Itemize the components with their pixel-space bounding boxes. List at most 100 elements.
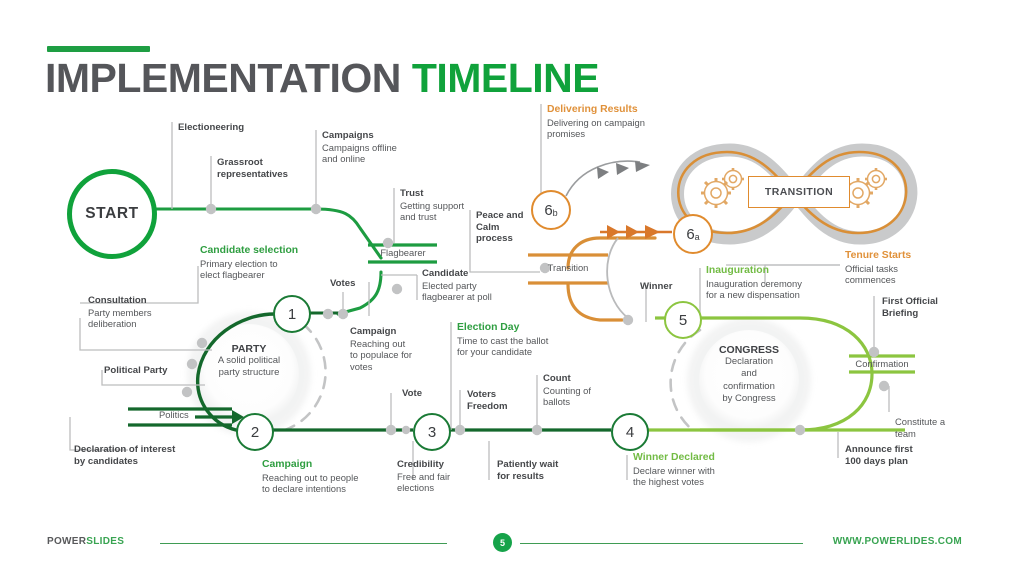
dot-announce <box>794 424 806 436</box>
dot-political-party <box>186 358 198 370</box>
label-winner-declared-body: Declare winner with the highest votes <box>633 464 715 488</box>
label-announce-first-100-days-head: Announce first 100 days plan <box>845 444 913 467</box>
label-inauguration-head: Inauguration <box>706 265 769 276</box>
politics-arrow-head <box>232 410 244 424</box>
label-consultation-head: Consultation <box>88 295 147 306</box>
label-politics: Politics <box>159 409 189 420</box>
label-winner: Winner <box>640 281 672 293</box>
node-5[interactable]: 5 <box>664 301 702 339</box>
leader-declaration <box>69 417 128 451</box>
start-label: START <box>85 205 139 222</box>
label-first-official-briefing: First Official Briefing <box>882 296 938 319</box>
label-patiently-wait: Patiently wait for results <box>497 459 558 482</box>
label-constitute-a-team-text: Constitute a team <box>895 416 946 439</box>
label-votes-head: Votes <box>330 278 356 289</box>
label-delivering-results-body: Delivering on campaign promises <box>547 116 645 140</box>
node-6a-label: 6 <box>686 225 695 243</box>
label-winner-declared: Winner Declared Declare winner with the … <box>633 452 715 488</box>
party-dashed-arc <box>283 322 327 432</box>
footer-brand-green: SLIDES <box>86 536 125 547</box>
dot-rail-a <box>401 425 411 435</box>
page-title: IMPLEMENTATION TIMELINE <box>45 55 600 102</box>
leader-consultation <box>79 318 212 351</box>
label-election-day-head: Election Day <box>457 322 520 333</box>
label-campaign-node1-head: Campaign <box>350 326 397 337</box>
orange-transition-curve <box>566 236 657 270</box>
footer-url: WWW.POWERLIDES.COM <box>833 536 962 547</box>
node-1-label: 1 <box>287 305 297 323</box>
label-candidate-head: Candidate <box>422 268 469 279</box>
dot-transition <box>539 262 551 274</box>
dot-constitute <box>878 380 890 392</box>
label-campaign-node2-head: Campaign <box>262 459 313 470</box>
label-consultation: Consultation Party members deliberation <box>88 295 152 330</box>
label-delivering-results-head: Delivering Results <box>547 104 638 115</box>
label-credibility-head: Credibility <box>397 459 444 470</box>
dot-confirmation <box>868 346 880 358</box>
party-hub-title: PARTY <box>231 343 267 355</box>
label-inauguration-body: Inauguration ceremony for a new dispensa… <box>706 277 802 301</box>
label-trust-head: Trust <box>400 188 424 199</box>
label-campaigns: Campaigns Campaigns offline and online <box>322 130 397 165</box>
dot-campaigns <box>310 203 322 215</box>
congress-loop-upper <box>696 316 874 432</box>
label-tenure-starts: Tenure Starts Official tasks commences <box>845 250 911 286</box>
start-node[interactable]: START <box>67 169 157 259</box>
label-electioneering: Electioneering <box>178 122 244 134</box>
congress-hub-title: CONGRESS <box>718 344 780 356</box>
dot-candidate <box>391 283 403 295</box>
label-constitute-a-team: Constitute a team <box>895 405 945 439</box>
node-1[interactable]: 1 <box>273 295 311 333</box>
grey-arrow-arc <box>565 160 641 197</box>
leader-candidate-selection <box>80 266 199 304</box>
label-campaign-node1-body: Reaching out to populace for votes <box>350 337 413 372</box>
node-6b-label: 6 <box>544 201 553 219</box>
flagbearer-to-node1-path <box>336 270 383 316</box>
label-electioneering-head: Electioneering <box>178 122 245 133</box>
title-accent-bar <box>47 46 150 52</box>
leader-political-party <box>101 370 205 386</box>
grey-chevron-3 <box>635 161 650 172</box>
congress-dashed-arc <box>669 328 702 434</box>
label-peace-and-calm: Peace and Calm process <box>476 210 523 245</box>
dot-node1-right <box>322 308 334 320</box>
label-political-party: Political Party <box>104 365 167 377</box>
dot-count <box>531 424 543 436</box>
label-votes: Votes <box>330 278 355 290</box>
transition-marker-label: Transition <box>528 262 608 273</box>
dot-voters-freedom <box>454 424 466 436</box>
transition-box-label: TRANSITION <box>764 186 834 198</box>
label-election-day: Election Day Time to cast the ballot for… <box>457 322 548 358</box>
leader-lines <box>69 104 890 480</box>
confirmation-text: Confirmation <box>855 358 909 369</box>
label-candidate-body: Elected party flagbearer at poll <box>422 279 492 303</box>
label-vote-text: Vote <box>402 388 423 399</box>
node-2-label: 2 <box>250 423 260 441</box>
label-campaign-node2: Campaign Reaching out to people to decla… <box>262 459 358 495</box>
grey-chevron-2 <box>616 163 629 175</box>
node-2[interactable]: 2 <box>236 413 274 451</box>
dot-politics <box>181 386 193 398</box>
label-grassroot: Grassroot representatives <box>217 157 288 180</box>
label-count-head: Count <box>543 373 571 384</box>
label-politics-text: Politics <box>159 409 189 420</box>
transition-text: Transition <box>547 262 589 273</box>
label-campaigns-body: Campaigns offline and online <box>322 141 397 165</box>
label-trust: Trust Getting support and trust <box>400 188 464 223</box>
label-candidate-selection: Candidate selection Primary election to … <box>200 245 298 281</box>
leader-peace-calm <box>469 210 540 273</box>
footer-rule-left <box>160 543 447 544</box>
node-3[interactable]: 3 <box>413 413 451 451</box>
node-4[interactable]: 4 <box>611 413 649 451</box>
label-count: Count Counting of ballots <box>543 373 591 408</box>
node-4-label: 4 <box>625 423 635 441</box>
label-peace-and-calm-head: Peace and Calm process <box>476 210 524 245</box>
label-election-day-body: Time to cast the ballot for your candida… <box>457 334 549 358</box>
label-winner-declared-head: Winner Declared <box>633 452 715 463</box>
node-5-label: 5 <box>678 311 688 329</box>
node-6b-sublabel: b <box>552 208 558 218</box>
